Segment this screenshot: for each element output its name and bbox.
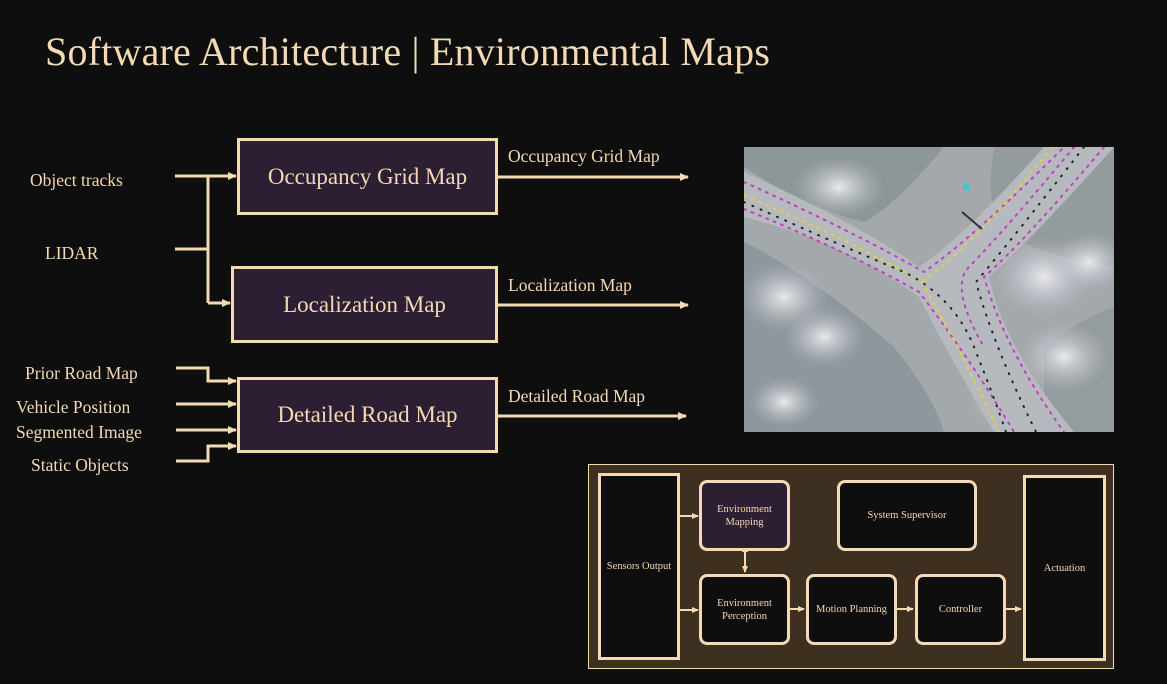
controller-label: Controller bbox=[938, 604, 983, 615]
output-occupancy-grid-map: Occupancy Grid Map bbox=[508, 146, 660, 166]
environment-perception-box: Environment Perception bbox=[699, 574, 790, 645]
vehicle-marker bbox=[963, 184, 969, 190]
environment-mapping-label: Environment Mapping bbox=[717, 503, 772, 528]
input-object-tracks: Object tracks bbox=[30, 170, 123, 190]
occupancy-grid-map-label: Occupancy Grid Map bbox=[267, 163, 468, 189]
actuation-label: Actuation bbox=[1043, 562, 1086, 574]
motion-planning-box: Motion Planning bbox=[806, 574, 897, 645]
input-static-objects: Static Objects bbox=[31, 455, 129, 475]
detailed-road-map-box: Detailed Road Map bbox=[237, 377, 498, 453]
output-localization-map: Localization Map bbox=[508, 275, 632, 295]
prior-road-map-arrow bbox=[176, 366, 237, 385]
localization-map-box: Localization Map bbox=[231, 266, 498, 343]
slide-title: Software Architecture | Environmental Ma… bbox=[45, 29, 771, 74]
occupancy-grid-map-box: Occupancy Grid Map bbox=[237, 138, 498, 215]
input-prior-road-map: Prior Road Map bbox=[25, 363, 138, 383]
system-supervisor-label: System Supervisor bbox=[867, 510, 947, 521]
localization-map-label: Localization Map bbox=[283, 291, 446, 317]
intersection-illustration bbox=[744, 147, 1114, 432]
environment-perception-label: Environment Perception bbox=[717, 597, 772, 622]
input-segmented-image: Segmented Image bbox=[16, 422, 142, 442]
output-detailed-road-map: Detailed Road Map bbox=[508, 386, 646, 406]
actuation-box: Actuation bbox=[1023, 475, 1106, 661]
environment-mapping-box: Environment Mapping bbox=[699, 480, 790, 551]
architecture-connectors bbox=[679, 513, 1022, 613]
sensors-output-label: Sensors Output bbox=[606, 561, 672, 572]
input-vehicle-position: Vehicle Position bbox=[16, 397, 131, 417]
system-supervisor-box: System Supervisor bbox=[837, 480, 977, 551]
architecture-overview-panel: Sensors Output Environment Mapping Envir… bbox=[588, 464, 1114, 669]
motion-planning-label: Motion Planning bbox=[816, 604, 887, 615]
sensors-output-box: Sensors Output bbox=[598, 473, 680, 660]
detailed-road-map-label: Detailed Road Map bbox=[277, 402, 458, 427]
controller-box: Controller bbox=[915, 574, 1006, 645]
road-map-image bbox=[744, 147, 1114, 432]
input-lidar: LIDAR bbox=[45, 243, 99, 263]
static-objects-arrow bbox=[176, 442, 237, 463]
